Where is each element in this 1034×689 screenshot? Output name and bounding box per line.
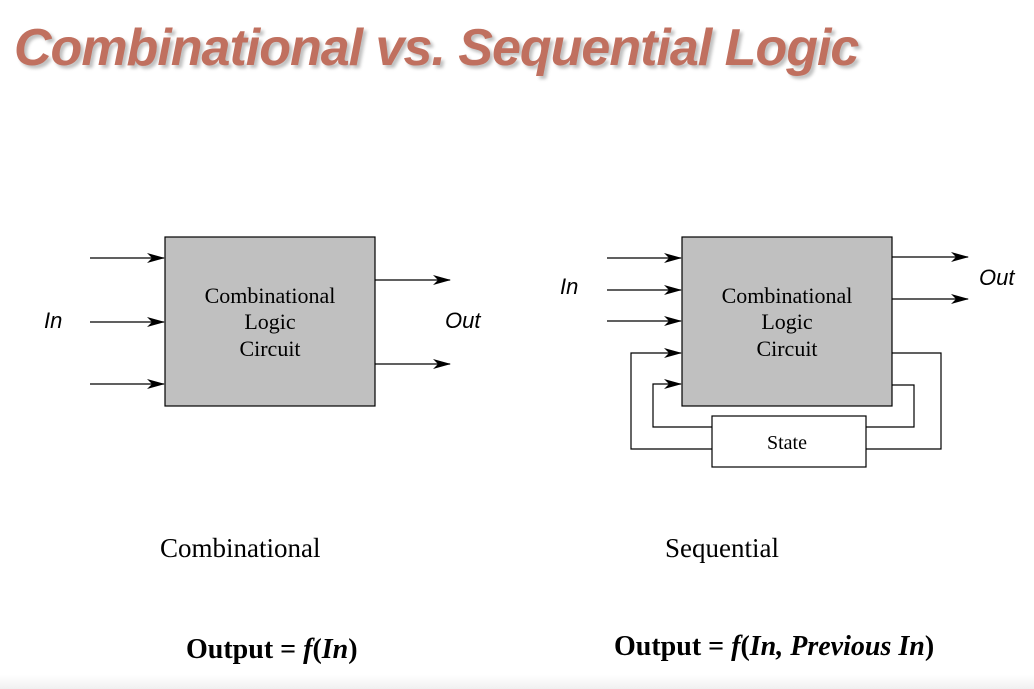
slide-bottom-edge	[0, 675, 1034, 689]
combinational-box-line-3: Circuit	[239, 336, 300, 361]
combinational-formula-args: In	[321, 634, 349, 665]
combinational-box-line-2: Logic	[244, 309, 296, 334]
combinational-formula-close: )	[348, 634, 358, 665]
sequential-logic-box	[681, 236, 893, 407]
sequential-formula-args: In, Previous In	[749, 631, 925, 662]
state-box	[711, 415, 867, 468]
feedback-loop-outer	[630, 353, 942, 450]
sequential-formula: Output = f(In, Previous In)	[614, 631, 934, 663]
sequential-box-line-2: Logic	[761, 309, 813, 334]
feedback-loop-inner	[652, 384, 915, 428]
combinational-formula: Output = f(In)	[186, 634, 358, 666]
combinational-caption: Combinational	[160, 533, 321, 563]
sequential-output-label: Out	[979, 265, 1015, 290]
combinational-formula-func: f	[303, 634, 313, 665]
sequential-formula-func: f	[731, 631, 741, 662]
combinational-logic-box	[164, 236, 376, 407]
combinational-input-label: In	[44, 308, 62, 333]
combinational-diagram: Combinational Logic Circuit In Out	[44, 236, 481, 407]
combinational-formula-prefix: Output =	[186, 634, 304, 665]
sequential-input-label: In	[560, 274, 578, 299]
sequential-box-line-3: Circuit	[756, 336, 817, 361]
sequential-formula-close: )	[924, 631, 935, 662]
slide-title: Combinational vs. Sequential Logic	[14, 19, 859, 77]
combinational-formula-open: (	[312, 634, 322, 665]
sequential-caption: Sequential	[665, 533, 779, 563]
sequential-formula-open: (	[740, 631, 750, 662]
combinational-box-line-1: Combinational	[205, 283, 336, 308]
sequential-diagram: Combinational Logic Circuit State In Out	[560, 236, 1015, 468]
combinational-output-label: Out	[445, 308, 481, 333]
state-label: State	[767, 432, 807, 454]
sequential-box-line-1: Combinational	[722, 283, 853, 308]
sequential-formula-prefix: Output =	[614, 631, 732, 662]
